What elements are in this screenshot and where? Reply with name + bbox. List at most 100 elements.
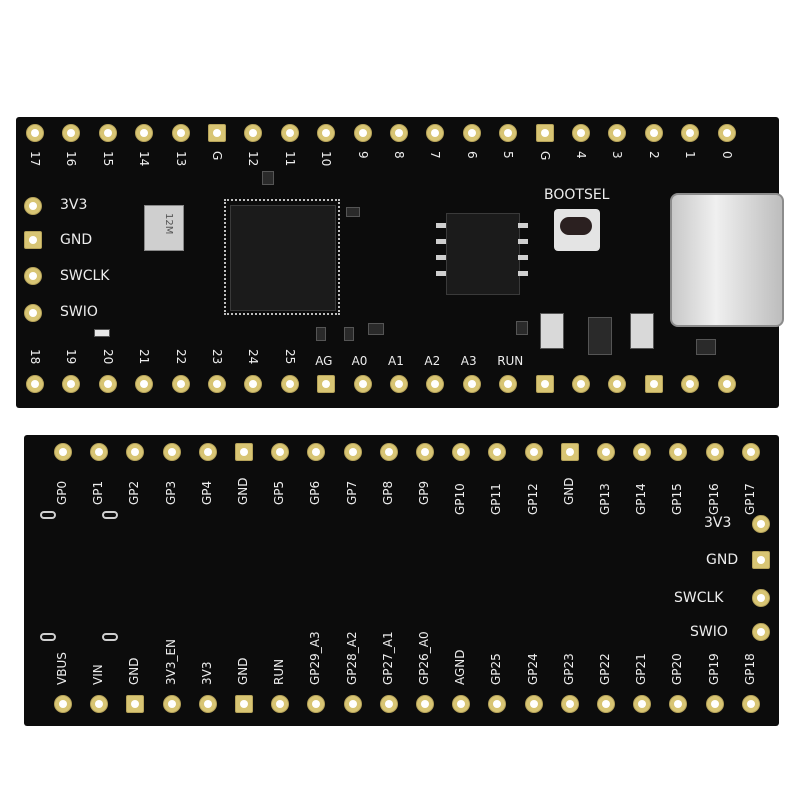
top-board-top-pin-label: 2	[646, 151, 661, 159]
top-side-pad-1	[24, 197, 42, 215]
smd-component	[516, 321, 528, 335]
top-board-top-pin-label: 13	[173, 151, 188, 167]
bottom-board-top-pin-label: GP9	[417, 480, 431, 505]
rp2040-pin-ring	[224, 199, 340, 315]
test-pad	[40, 633, 56, 641]
bottom-board-top-pad	[560, 443, 579, 461]
bottom-board-bottom-pad	[379, 695, 398, 713]
bottom-side-label-swclk: SWCLK	[674, 590, 724, 606]
bottom-board-bottom-pad	[126, 695, 145, 713]
test-pad	[102, 511, 118, 519]
bottom-board-bottom-pad	[669, 695, 688, 713]
top-board-top-pad	[717, 124, 736, 142]
top-side-label-swclk: SWCLK	[60, 268, 110, 284]
top-board-top-pad	[499, 124, 518, 142]
bottom-board-bottom-pad	[452, 695, 471, 713]
bottom-board-bottom-pad	[343, 695, 362, 713]
bottom-board-top-pad	[54, 443, 72, 461]
bottom-board-bottom-pin-label: VIN	[91, 664, 106, 685]
top-board-top-pad	[26, 124, 44, 142]
top-board-bottom-pad	[426, 375, 445, 393]
bottom-board-top-pin-label: GP8	[380, 480, 395, 505]
bottom-board-top-pin-label: GND	[561, 477, 576, 505]
top-board-bottom-pin-label: A1	[388, 354, 404, 368]
top-board-top-pad	[171, 124, 190, 142]
top-board-bottom-pad	[390, 375, 408, 393]
bottom-board-bottom-pad	[705, 695, 724, 713]
bottom-board-bottom-pad	[162, 695, 181, 713]
crystal-marking: 12M	[163, 213, 174, 235]
top-board-top-pad	[280, 124, 299, 142]
top-board-top-pad	[572, 124, 590, 142]
top-board-bottom-pad	[135, 375, 154, 393]
top-board-bottom-pad	[608, 375, 627, 393]
top-board-bottom-pin-label: 21	[137, 349, 152, 365]
usb-c-connector	[670, 193, 784, 327]
flash-leg	[518, 255, 528, 260]
top-board-top-pin-label: 12	[246, 151, 261, 167]
top-board-top-pin-label: 0	[719, 151, 734, 159]
bottom-board-bottom-pin-label: GND	[127, 657, 142, 685]
bottom-board-top-pad	[379, 443, 398, 461]
top-board-bottom-pad	[717, 375, 736, 393]
bottom-board-bottom-pin-label: 3V3_EN	[163, 638, 178, 685]
bottom-board-top-pin-label: GP12	[525, 483, 540, 515]
top-board-bottom-pad	[98, 375, 117, 393]
bottom-board-top-pad	[741, 443, 760, 461]
top-board-top-pin-label: 16	[64, 151, 79, 167]
rp2040-chip	[230, 205, 336, 311]
flash-leg	[518, 239, 528, 244]
bottom-board-top-pin-label: GP5	[272, 480, 287, 505]
bottom-board-bottom-pin-label: GP19	[706, 653, 721, 685]
smd-component	[344, 327, 354, 341]
flash-chip	[446, 213, 520, 295]
bottom-board-top-pad	[597, 443, 615, 461]
bottom-board-bottom-pin-label: GP28_A2	[344, 631, 359, 685]
bottom-board-bottom-pad	[633, 695, 652, 713]
crystal-oscillator	[144, 205, 184, 251]
bottom-board-top-pad	[669, 443, 688, 461]
smd-component	[696, 339, 716, 355]
bottom-board-bottom-pad	[90, 695, 109, 713]
top-board-top-pad	[317, 124, 336, 142]
bottom-board-bottom-pad	[54, 695, 72, 713]
top-board-top-pad	[644, 124, 663, 142]
top-board-bottom-pin-label: AG	[315, 354, 333, 368]
bottom-board-bottom-pad	[235, 695, 253, 713]
bottom-board-bottom-pin-label: GP20	[670, 653, 685, 685]
bottom-side-pad-2	[752, 551, 770, 569]
flash-leg	[436, 255, 446, 260]
top-board-bottom-pin-label: 24	[246, 349, 261, 365]
top-board-bottom-pad	[280, 375, 299, 393]
bottom-board-bottom-pad	[416, 695, 434, 713]
top-board-bottom-pin-label: 22	[173, 349, 188, 365]
top-board-top-pin-label: 15	[100, 151, 115, 167]
bottom-board-top-pin-label: GP7	[344, 480, 359, 505]
top-board-bottom-pad	[317, 375, 336, 393]
top-board-bottom-pin-label: RUN	[497, 354, 524, 368]
bottom-board-bottom-pin-label: GP29_A3	[308, 631, 323, 685]
bottom-board-top-pad	[488, 443, 507, 461]
regulator	[630, 313, 654, 349]
smd-component	[588, 317, 612, 355]
flash-leg	[518, 271, 528, 276]
top-board-bottom-pin-label: A2	[424, 354, 441, 368]
bottom-board-top-pin-label: GP17	[742, 483, 757, 515]
bottom-board-bottom-pin-label: GP18	[742, 653, 757, 685]
bottom-board-bottom-pin-label: GP21	[634, 653, 649, 685]
bottom-board-top-pin-label: GP2	[127, 480, 142, 505]
bottom-board-bottom-pad	[741, 695, 760, 713]
bootsel-button	[554, 209, 600, 251]
top-board-top-pin-label: 17	[28, 151, 42, 167]
bottom-board-bottom-pad	[271, 695, 290, 713]
bottom-board-top-pin-label: GP10	[453, 483, 468, 515]
smd-component	[316, 327, 326, 341]
top-board-top-pin-label: 10	[319, 151, 334, 167]
top-board-top-pad	[135, 124, 154, 142]
flash-leg	[436, 239, 446, 244]
bottom-board-top-pad	[343, 443, 362, 461]
bottom-board-top-pad	[416, 443, 434, 461]
top-board-top-pin-label: 1	[683, 151, 698, 159]
bottom-board-bottom-pin-label: GP26_A0	[417, 631, 431, 685]
top-board-bottom-pin-label: A0	[351, 354, 368, 368]
